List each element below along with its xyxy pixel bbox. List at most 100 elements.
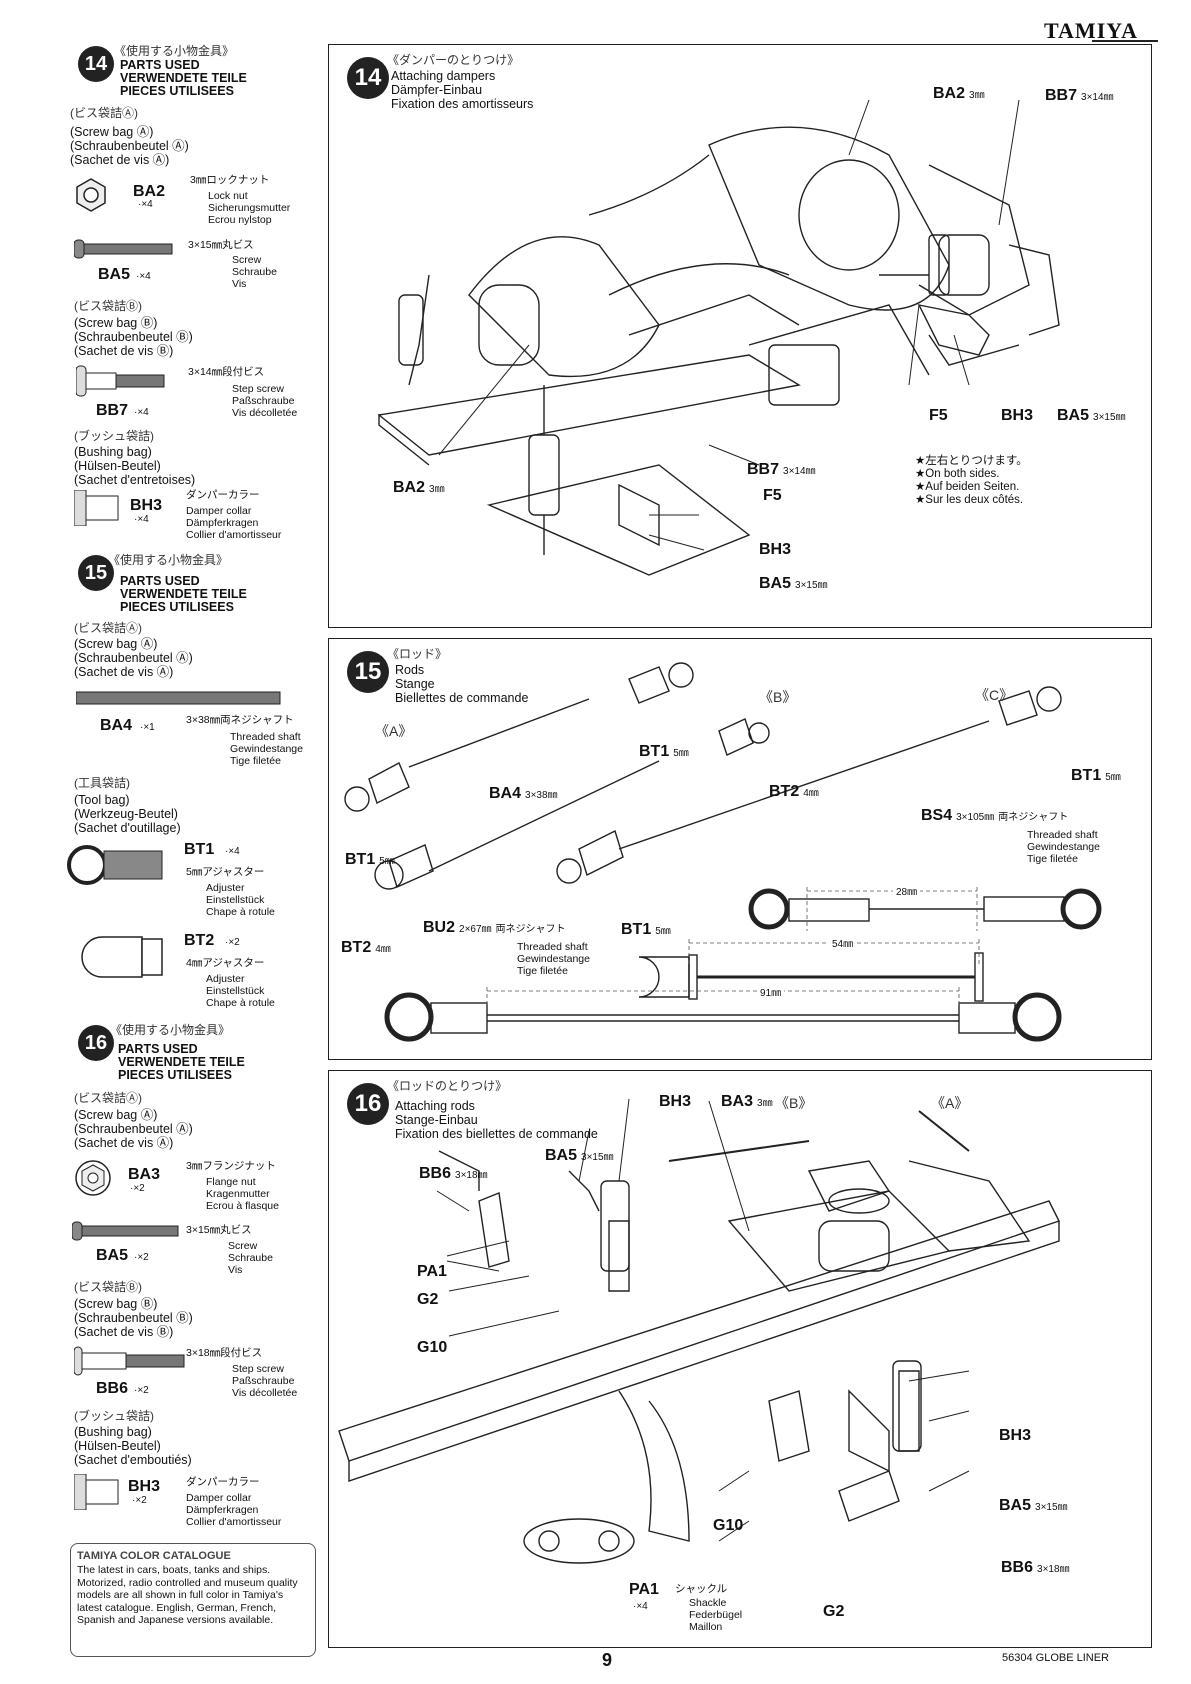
part-code: BA5	[96, 1247, 129, 1264]
step-fr: Fixation des biellettes de commande	[395, 1127, 598, 1141]
part-jp: 5㎜アジャスター	[186, 866, 265, 878]
dimension-54: 54㎜	[829, 935, 857, 950]
part-code: BH3	[128, 1478, 161, 1495]
rod-a-label: 《A》	[375, 723, 413, 739]
both-sides-note: ★左右とりつけます。 ★On both sides. ★Auf beiden S…	[915, 455, 1028, 506]
bag-en: (Tool bag)	[74, 793, 130, 807]
step-fr: Fixation des amortisseurs	[391, 97, 534, 111]
rod-attachment-drawing	[338, 1098, 1060, 1564]
part-de: Kragenmutter	[206, 1188, 270, 1200]
bag-en: (Screw bag Ⓑ)	[74, 316, 158, 330]
step-screw-icon	[74, 1346, 186, 1376]
part-fr: Collier d'amortisseur	[186, 1516, 282, 1528]
part-jp: ダンパーカラー	[186, 489, 260, 501]
part-fr: Vis	[228, 1264, 243, 1276]
step-jp: 《ダンパーのとりつけ》	[387, 53, 520, 67]
part-de: Paßschraube	[232, 395, 295, 407]
parts-fr: PIECES UTILISEES	[120, 600, 234, 614]
step-number-badge: 16	[78, 1025, 114, 1061]
rod-b-label: 《B》	[759, 689, 797, 705]
bag-de: (Schraubenbeutel Ⓑ)	[74, 330, 193, 344]
part-fr: Collier d'amortisseur	[186, 529, 282, 541]
damper-assembly-drawing	[377, 99, 1060, 576]
part-qty: ·×2	[134, 1385, 149, 1396]
bag-en: (Screw bag Ⓐ)	[74, 1108, 158, 1122]
bag-jp: (ブッシュ袋詰)	[74, 429, 154, 443]
bag-jp: (ブッシュ袋詰)	[74, 1409, 154, 1423]
label-bh3-b: BH3	[759, 541, 792, 558]
bag-de: (Hülsen-Beutel)	[74, 1439, 161, 1453]
catalogue-title: TAMIYA COLOR CATALOGUE	[77, 1550, 231, 1562]
part-qty: ·×2	[225, 937, 240, 948]
part-en: Adjuster	[206, 882, 245, 894]
parts-de: VERWENDETE TEILE	[118, 1055, 245, 1069]
step-number-badge: 16	[347, 1083, 389, 1125]
step-de: Stange-Einbau	[395, 1113, 478, 1127]
step-number-badge: 14	[347, 57, 389, 99]
parts-jp: 《使用する小物金具》	[114, 44, 235, 58]
part-fr: Vis	[232, 278, 247, 290]
part-jp: 3×15㎜丸ビス	[188, 239, 254, 251]
part-fr: Chape à rotule	[206, 997, 275, 1009]
step-screw-icon	[76, 364, 166, 398]
dimension-91: 91㎜	[757, 984, 785, 999]
part-de: Paßschraube	[232, 1375, 295, 1387]
step-number-badge: 15	[78, 555, 114, 591]
part-en: Adjuster	[206, 973, 245, 985]
part-qty: ·×4	[136, 271, 151, 282]
part-jp: ダンパーカラー	[186, 1476, 260, 1488]
part-code: BT1	[184, 841, 215, 858]
bag-jp: (工具袋詰)	[74, 776, 130, 790]
bag-fr: (Sachet de vis Ⓑ)	[74, 344, 174, 358]
page-number: 9	[602, 1650, 613, 1670]
bag-jp: (ビス袋詰Ⓑ)	[74, 299, 142, 313]
part-fr: Ecrou nylstop	[208, 214, 272, 226]
part-en: Step screw	[232, 383, 284, 395]
step16-panel: 16 《ロッドのとりつけ》 Attaching rods Stange-Einb…	[328, 1070, 1152, 1648]
part-code: BA2	[133, 183, 166, 200]
threaded-shaft-icon	[76, 690, 282, 706]
parts-de: VERWENDETE TEILE	[120, 587, 247, 601]
damper-collar-icon	[74, 1474, 120, 1510]
bag-de: (Schraubenbeutel Ⓑ)	[74, 1311, 193, 1325]
bag-en: (Screw bag Ⓐ)	[70, 125, 154, 139]
step-fr: Biellettes de commande	[395, 691, 529, 705]
part-jp: 3×14㎜段付ビス	[188, 366, 265, 378]
parts-en: PARTS USED	[120, 58, 200, 72]
part-de: Sicherungsmutter	[208, 202, 291, 214]
catalogue-box: TAMIYA COLOR CATALOGUE The latest in car…	[70, 1543, 316, 1657]
part-en: Screw	[228, 1240, 258, 1252]
part-code: BA5	[98, 266, 131, 283]
part-fr: Tige filetée	[230, 755, 281, 767]
bag-jp: (ビス袋詰Ⓐ)	[70, 106, 138, 120]
part-en: Step screw	[232, 1363, 284, 1375]
part-en: Damper collar	[186, 505, 252, 517]
lock-nut-icon	[74, 178, 108, 212]
step-number-badge: 14	[78, 46, 114, 82]
dimension-28: 28㎜	[893, 883, 921, 898]
part-qty: ·×4	[134, 407, 149, 418]
part-de: Dämpferkragen	[186, 1504, 259, 1516]
bag-jp: (ビス袋詰Ⓑ)	[74, 1280, 142, 1294]
step-de: Stange	[395, 677, 435, 691]
step-en: Attaching dampers	[391, 69, 496, 83]
bag-de: (Schraubenbeutel Ⓐ)	[74, 1122, 193, 1136]
parts-fr: PIECES UTILISEES	[120, 84, 234, 98]
step14-panel: 14 《ダンパーのとりつけ》 Attaching dampers Dämpfer…	[328, 44, 1152, 628]
adjuster-4mm-icon	[72, 934, 168, 980]
part-code: BB7	[96, 402, 129, 419]
part-de: Gewindestange	[230, 743, 303, 755]
bag-fr: (Sachet de vis Ⓑ)	[74, 1325, 174, 1339]
bag-en: (Bushing bag)	[74, 1425, 152, 1439]
parts-en: PARTS USED	[118, 1042, 198, 1056]
bag-de: (Schraubenbeutel Ⓐ)	[70, 139, 189, 153]
part-fr: Ecrou à flasque	[206, 1200, 279, 1212]
part-jp: 3㎜フランジナット	[186, 1160, 276, 1172]
part-qty: ·×2	[130, 1183, 145, 1194]
part-de: Einstellstück	[206, 894, 265, 906]
bag-en: (Screw bag Ⓑ)	[74, 1297, 158, 1311]
